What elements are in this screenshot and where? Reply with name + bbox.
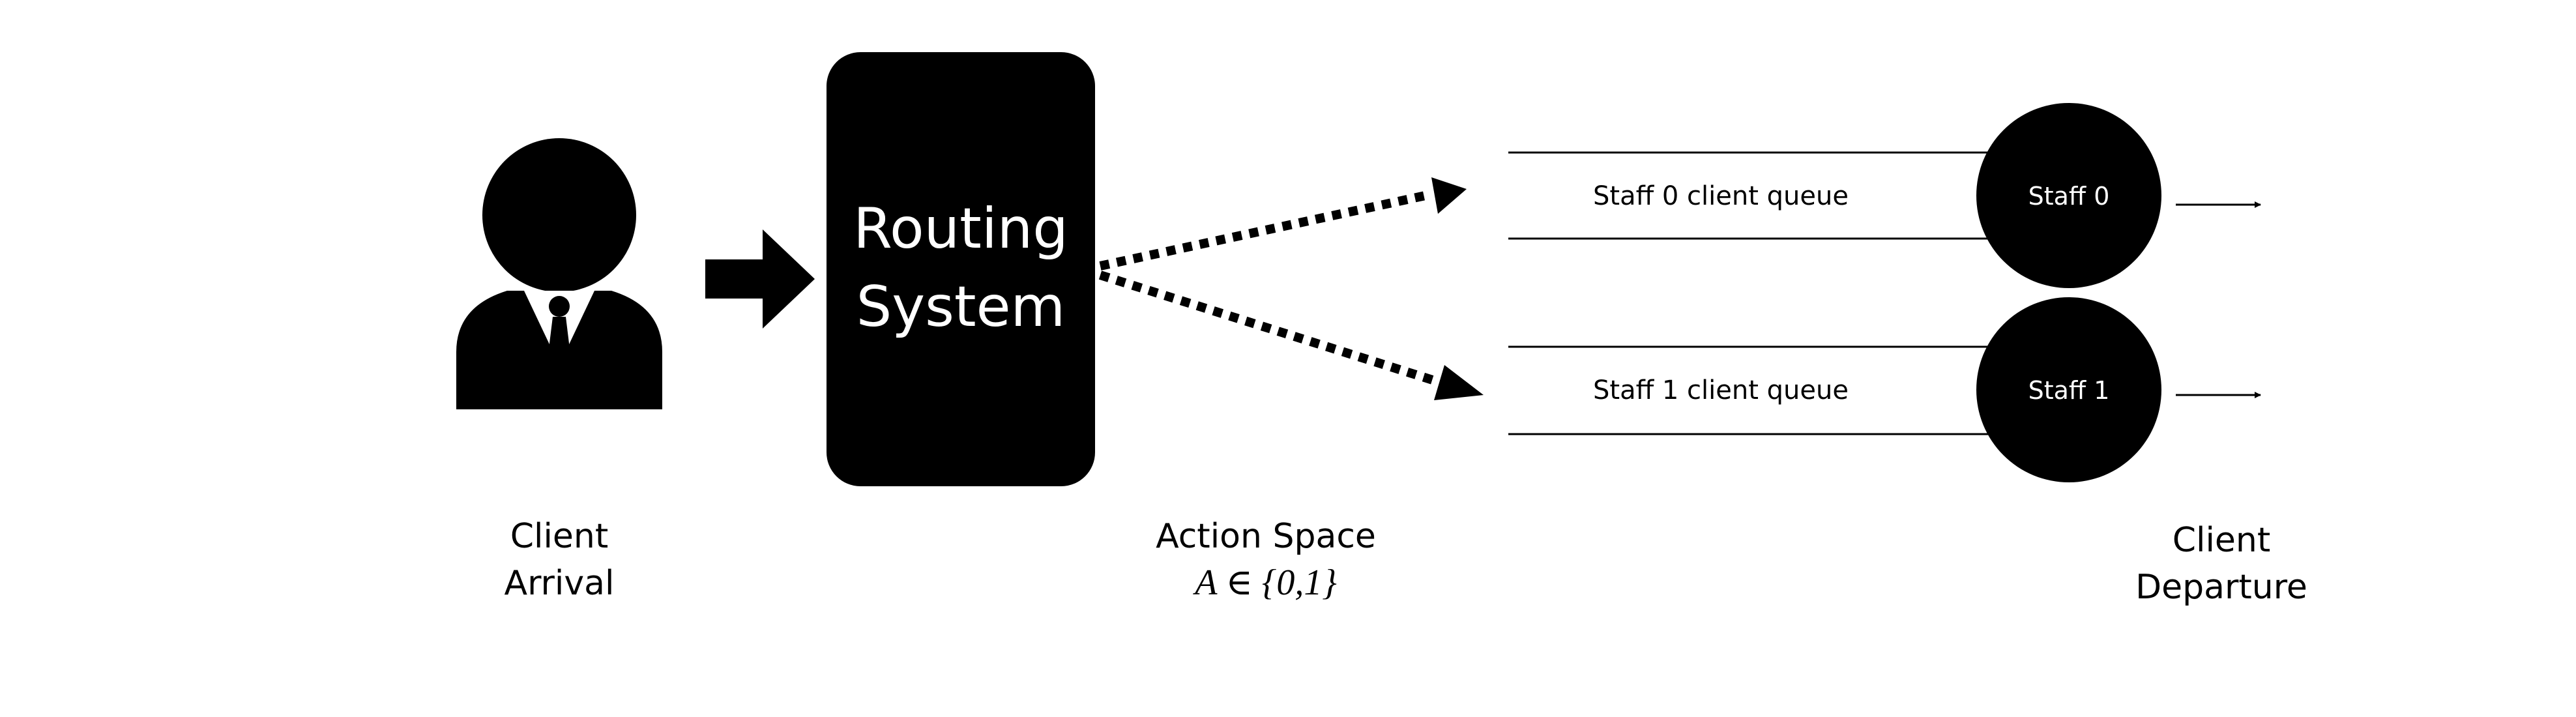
client-arrival-label-line2: Arrival [505, 564, 615, 603]
action-space-formula: A ∈ {0,1} [1192, 563, 1336, 603]
staff-0-queue-label: Staff 0 client queue [1593, 181, 1849, 211]
routing-system-box: Routing System [827, 52, 1095, 486]
staff-0-queue: Staff 0 client queue Staff 0 [1508, 103, 2261, 288]
action-space-label-line1: Action Space [1156, 517, 1376, 556]
route-arrowhead-1-icon [1434, 365, 1484, 400]
route-arrow-staff-0 [1099, 177, 1467, 271]
staff-1-server-label: Staff 1 [2028, 376, 2110, 405]
route-arrow-staff-1 [1098, 271, 1484, 400]
route-arrowhead-0-icon [1431, 177, 1467, 214]
staff-0-server-label: Staff 0 [2028, 182, 2110, 211]
client-departure-label-line1: Client [2173, 521, 2271, 560]
routing-system-label-line2: System [856, 274, 1066, 340]
client-arrival-label-line1: Client [510, 517, 609, 556]
staff-0-server [1976, 103, 2161, 288]
client-departure-label-line2: Departure [2135, 568, 2307, 607]
staff-1-server [1976, 297, 2161, 482]
client-person-icon [456, 138, 662, 409]
arrival-arrow-icon [705, 229, 815, 329]
staff-1-queue: Staff 1 client queue Staff 1 [1508, 297, 2261, 482]
routing-system-label-line1: Routing [853, 196, 1068, 261]
staff-1-queue-label: Staff 1 client queue [1593, 375, 1849, 405]
